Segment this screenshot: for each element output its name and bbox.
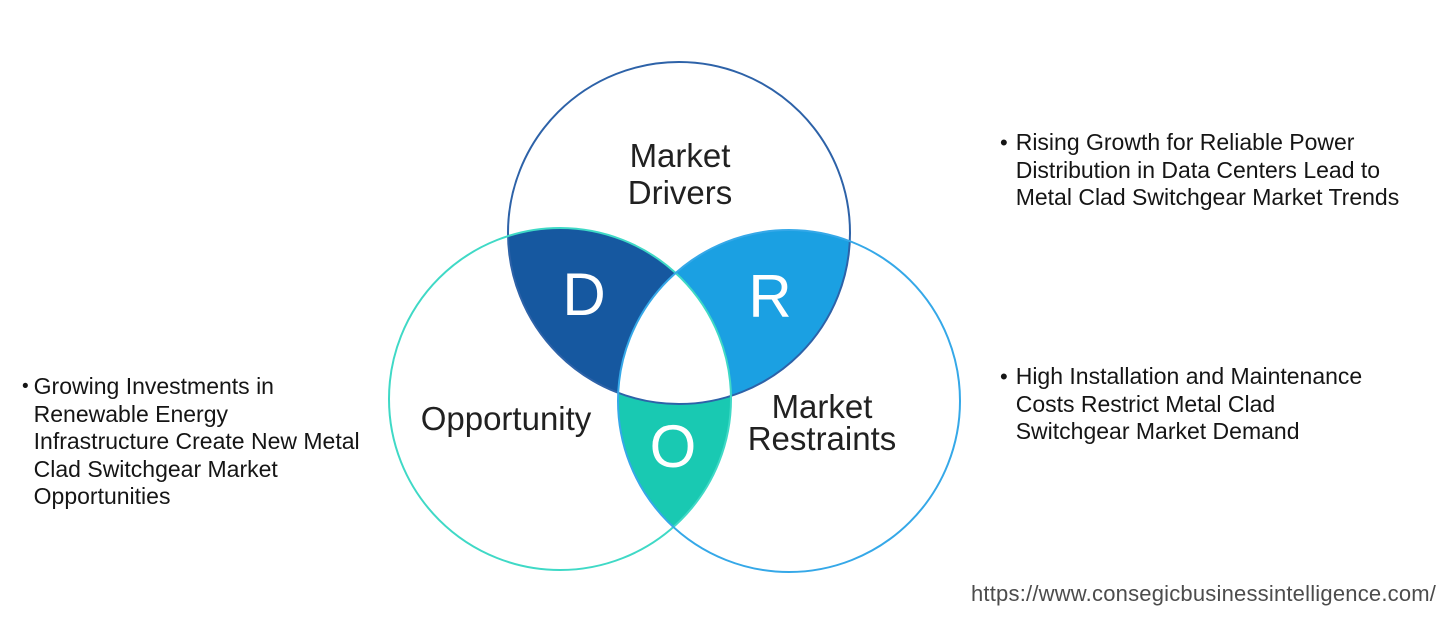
bullet-icon: •	[1000, 364, 1008, 389]
opportunity-circle	[388, 227, 732, 571]
source-url: https://www.consegicbusinessintelligence…	[971, 581, 1437, 606]
bullet-icon: •	[22, 376, 29, 397]
intersection-r-letter: R	[748, 263, 791, 330]
market-restraints-label-line1: Market	[772, 388, 873, 425]
note-restraints: • High Installation and Maintenance Cost…	[1000, 363, 1420, 446]
intersection-d-letter: D	[562, 261, 605, 328]
note-opportunity: • Growing Investments in Renewable Energ…	[22, 373, 402, 511]
note-restraints-text: High Installation and Maintenance Costs …	[1015, 363, 1363, 444]
market-restraints-circle	[617, 229, 961, 573]
market-drivers-label-line2: Drivers	[628, 174, 733, 211]
note-drivers: • Rising Growth for Reliable Power Distr…	[1000, 129, 1440, 212]
intersection-o-region	[618, 230, 731, 570]
note-drivers-text: Rising Growth for Reliable Power Distrib…	[1015, 129, 1400, 210]
market-restraints-label-line2: Restraints	[748, 420, 897, 457]
opportunity-label: Opportunity	[421, 400, 592, 437]
market-drivers-circle	[507, 61, 851, 405]
market-drivers-label-line1: Market	[630, 137, 731, 174]
bullet-icon: •	[1000, 130, 1008, 155]
intersection-o-letter: O	[650, 413, 697, 480]
note-opportunity-text: Growing Investments in Renewable Energy …	[33, 373, 360, 509]
